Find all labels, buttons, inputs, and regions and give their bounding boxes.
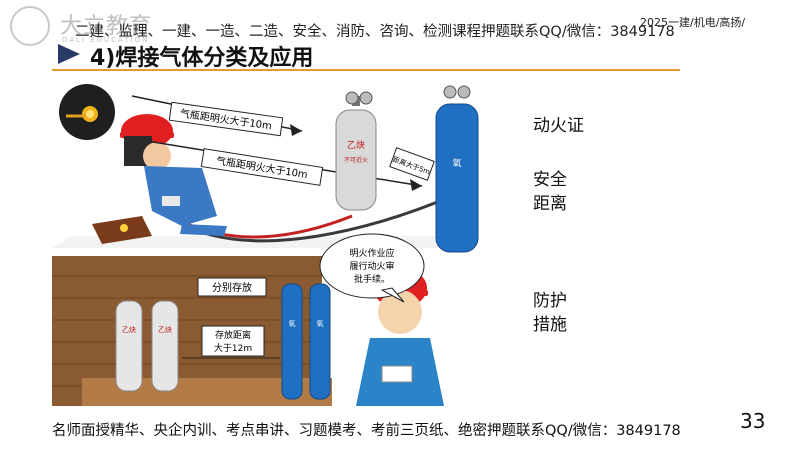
header-course-line: 二建、监理、一建、一造、二造、安全、消防、咨询、检测课程押题联系QQ/微信：38… [75, 24, 675, 40]
bubble-line-3: 批手续。 [354, 273, 390, 285]
header-course-tag: 2025一建/机电/高扬/ [640, 16, 746, 29]
welding-safety-illustration: 气瓶距明火大于10m 气瓶距明火大于10m 乙炔 不可近火 距离大于5m 氧 [52, 76, 492, 406]
store-separately-text: 分别存放 [212, 281, 252, 294]
stored-oxygen-label-1: 氧 [289, 319, 296, 328]
acetylene-label: 乙炔 [347, 139, 365, 151]
stored-oxygen-cylinders: 氧 氧 [281, 283, 331, 400]
logo-subtitle: DALI EDUCATION [62, 36, 150, 44]
title-arrow-icon [58, 44, 80, 64]
label-safe-distance: 安全 距离 [533, 170, 567, 214]
welder-figure [120, 114, 227, 236]
footer-course-line: 名师面授精华、央企内训、考点串讲、习题模考、考前三页纸、绝密押题联系QQ/微信：… [52, 423, 681, 439]
stored-acetylene-label-1: 乙炔 [122, 325, 136, 334]
cylinder-gap-sign: 距离大于5m [389, 147, 435, 181]
label-fire-permit: 动火证 [533, 116, 584, 136]
open-flame-icon [59, 84, 115, 140]
oxygen-label: 氧 [452, 157, 461, 169]
page-number: 33 [740, 409, 766, 433]
storage-distance-text-2: 大于12m [214, 342, 252, 354]
label-protection: 防护 措施 [533, 291, 567, 335]
stored-acetylene-label-2: 乙炔 [158, 325, 172, 334]
logo-name: 大立教育 [60, 14, 153, 39]
storage-distance-sign: 存放距离 大于12m [182, 325, 280, 359]
storage-distance-text-1: 存放距离 [215, 329, 251, 341]
slide-title: 4)焊接气体分类及应用 [90, 46, 314, 71]
bubble-line-1: 明火作业应 [349, 247, 394, 259]
logo-emblem-icon [10, 6, 50, 46]
acetylene-cylinder: 乙炔 不可近火 [335, 91, 377, 211]
speech-bubble: 明火作业应 履行动火审 批手续。 [319, 233, 425, 303]
stored-oxygen-label-2: 氧 [317, 319, 324, 328]
store-separately-sign: 分别存放 [197, 277, 267, 297]
bubble-line-2: 履行动火审 [349, 260, 394, 272]
title-underline [52, 69, 680, 71]
acetylene-warning: 不可近火 [344, 156, 368, 164]
oxygen-cylinder: 氧 [435, 85, 479, 253]
stored-acetylene-cylinders: 乙炔 乙炔 [115, 300, 179, 392]
company-logo: 大立教育 DALI EDUCATION [10, 6, 160, 50]
